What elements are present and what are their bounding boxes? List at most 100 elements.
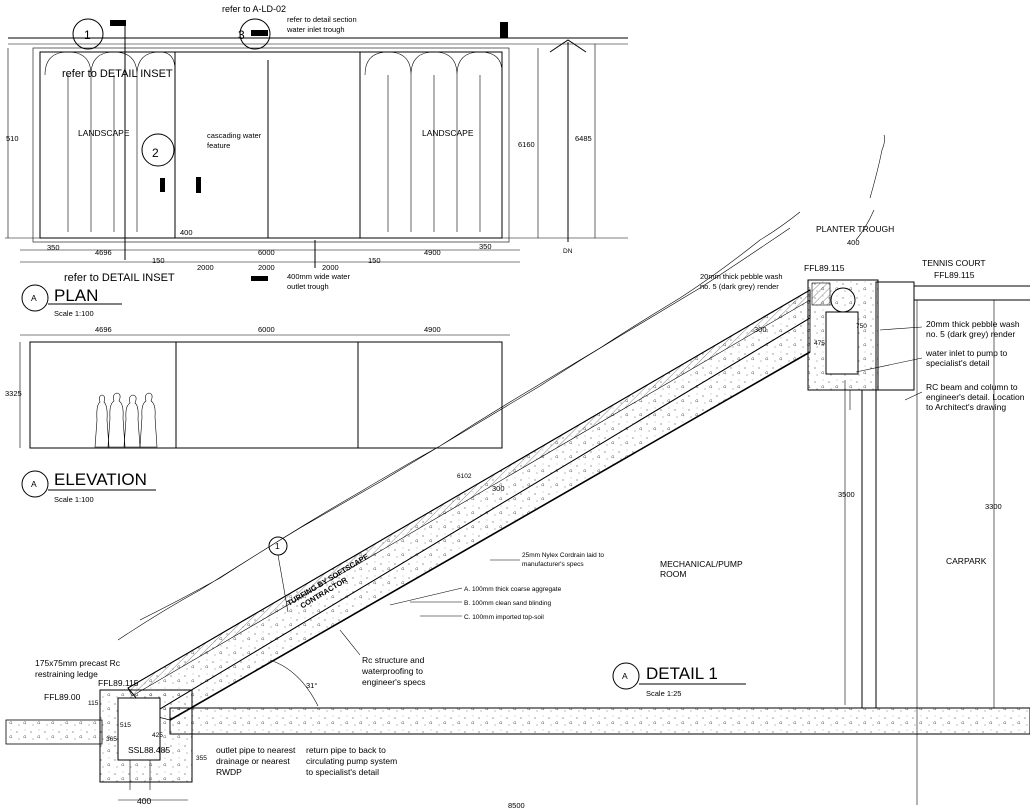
dimension-label: 8500 (508, 801, 525, 810)
down-label: DN (563, 248, 573, 255)
level-label: FFL89.00 (44, 692, 81, 702)
dimension-label: 6000 (258, 325, 275, 334)
pebble-note: no. 5 (dark grey) render (926, 329, 1015, 339)
dimension-label: 2000 (197, 263, 214, 272)
dimension-label: 150 (152, 256, 165, 265)
precast-note: 175x75mm precast Rc (35, 658, 121, 668)
dimension-label: 750 (856, 323, 867, 330)
dimension-label: 350 (47, 243, 60, 252)
turf-outline (117, 211, 801, 641)
dimension-label: 6485 (575, 134, 592, 143)
dimension-label: 515 (120, 722, 131, 729)
callout-number: 3 (238, 28, 245, 42)
rc-structure-note: engineer's specs (362, 677, 426, 687)
note-detail-section: refer to detail section (287, 15, 357, 24)
detail-section: 1 PLANTER TROUGH 400 TENNIS COURT FFL89.… (5, 134, 1030, 810)
people-silhouettes (94, 392, 158, 448)
outlet-pipe-note: outlet pipe to nearest (216, 745, 296, 755)
pebble-note: no. 5 (dark grey) render (700, 282, 779, 291)
landscape-label: LANDSCAPE (78, 128, 130, 138)
plan-callout-1 (72, 18, 104, 50)
nylex-note: manufacturer's specs (522, 561, 584, 568)
angle-label: 31° (306, 681, 317, 690)
dimension-label: 4696 (95, 248, 112, 257)
dimension-label: 510 (6, 134, 19, 143)
title-bubble (612, 662, 640, 690)
dimension-label: 6000 (258, 248, 275, 257)
dimension-label: 6160 (518, 140, 535, 149)
level-label: FFL89.115 (934, 270, 975, 280)
carpark-label: CARPARK (946, 556, 987, 566)
rc-structure-note: waterproofing to (361, 666, 423, 676)
title-bubble-letter: A (622, 671, 628, 681)
nylex-note: 25mm Nylex Cordrain laid to (522, 552, 604, 559)
return-pipe-note: circulating pump system (306, 756, 397, 766)
refer-detail-inset: refer to DETAIL INSET (64, 272, 175, 284)
dimension-label: 425 (152, 732, 163, 739)
rc-beam-note: engineer's detail. Location (926, 392, 1025, 402)
tennis-court-label: TENNIS COURT (922, 258, 986, 268)
water-inlet-note: specialist's detail (926, 358, 990, 368)
plan-title: PLAN (54, 286, 98, 305)
ssl-label: SSL88.485 (128, 745, 170, 755)
rc-beam-note: RC beam and column to (926, 382, 1018, 392)
plan-view: 1 3 2 refer to A-LD-02 refer to detail s… (5, 4, 628, 318)
return-pipe-note: return pipe to back to (306, 745, 386, 755)
detail-title: DETAIL 1 (646, 664, 718, 683)
layer-b-note: B. 100mm clean sand blinding (464, 600, 551, 607)
note-inlet-trough: water inlet trough (286, 25, 345, 34)
rc-structure-note: Rc structure and (362, 655, 425, 665)
title-bubble (21, 284, 49, 312)
elevation-view: 4696 6000 4900 3325 A ELEVATION Scale 1:… (5, 325, 510, 504)
plan-callout-3 (239, 18, 271, 50)
rc-beam-note: to Architect's drawing (926, 402, 1006, 412)
water-inlet-note: water inlet to pump to (925, 348, 1008, 358)
callout-number: 2 (152, 146, 159, 160)
pebble-note: 20mm thick pebble wash (700, 272, 783, 281)
planter-trough-label: PLANTER TROUGH (816, 224, 894, 234)
dimension-label: 4900 (424, 325, 441, 334)
title-bubble-letter: A (31, 293, 37, 303)
dimension-label: 355 (196, 755, 207, 762)
level-label: FFL89.115 (98, 678, 139, 688)
title-bubble (21, 470, 49, 498)
detail-scale: Scale 1:25 (646, 689, 681, 698)
water-feature-label: cascading water (207, 131, 262, 140)
dimension-label: 3300 (985, 502, 1002, 511)
mech-room-label: ROOM (660, 569, 686, 579)
return-pipe-note: to specialist's detail (306, 767, 379, 777)
plan-callout-2 (141, 133, 175, 167)
callout-number: 1 (84, 28, 91, 42)
water-feature-label: feature (207, 141, 230, 150)
outlet-note: outlet trough (287, 282, 329, 291)
dimension-label: 300 (754, 325, 767, 334)
title-bubble-letter: A (31, 479, 37, 489)
mech-room-label: MECHANICAL/PUMP (660, 559, 743, 569)
elevation-title: ELEVATION (54, 470, 147, 489)
callout-reference: refer to A-LD-02 (222, 4, 286, 14)
layer-a-note: A. 100mm thick coarse aggregate (464, 586, 562, 593)
outlet-pipe-note: RWDP (216, 767, 242, 777)
plan-scale: Scale 1:100 (54, 309, 94, 318)
dimension-label: 2000 (322, 263, 339, 272)
dimension-label: 2000 (258, 263, 275, 272)
level-label: FFL89.115 (804, 263, 845, 273)
dimension-label: 150 (368, 256, 381, 265)
dimension-label: 3500 (838, 490, 855, 499)
layer-c-note: C. 100mm imported top-soil (464, 614, 544, 621)
elevation-scale: Scale 1:100 (54, 495, 94, 504)
outlet-note: 400mm wide water (287, 272, 350, 281)
dimension-label: 3325 (5, 389, 22, 398)
dimension-label: 6102 (457, 473, 472, 480)
dimension-label: 400 (180, 228, 193, 237)
dimension-label: 400 (137, 796, 151, 806)
dimension-label: 400 (847, 238, 860, 247)
tree-arches (44, 51, 503, 232)
refer-detail-inset: refer to DETAIL INSET (62, 68, 173, 80)
dimension-label: 350 (479, 242, 492, 251)
dimension-label: 4696 (95, 325, 112, 334)
dimension-label: 300 (492, 484, 505, 493)
dimension-label: 4900 (424, 248, 441, 257)
callout-number: 1 (275, 541, 280, 551)
dimension-label: 115 (88, 700, 99, 707)
